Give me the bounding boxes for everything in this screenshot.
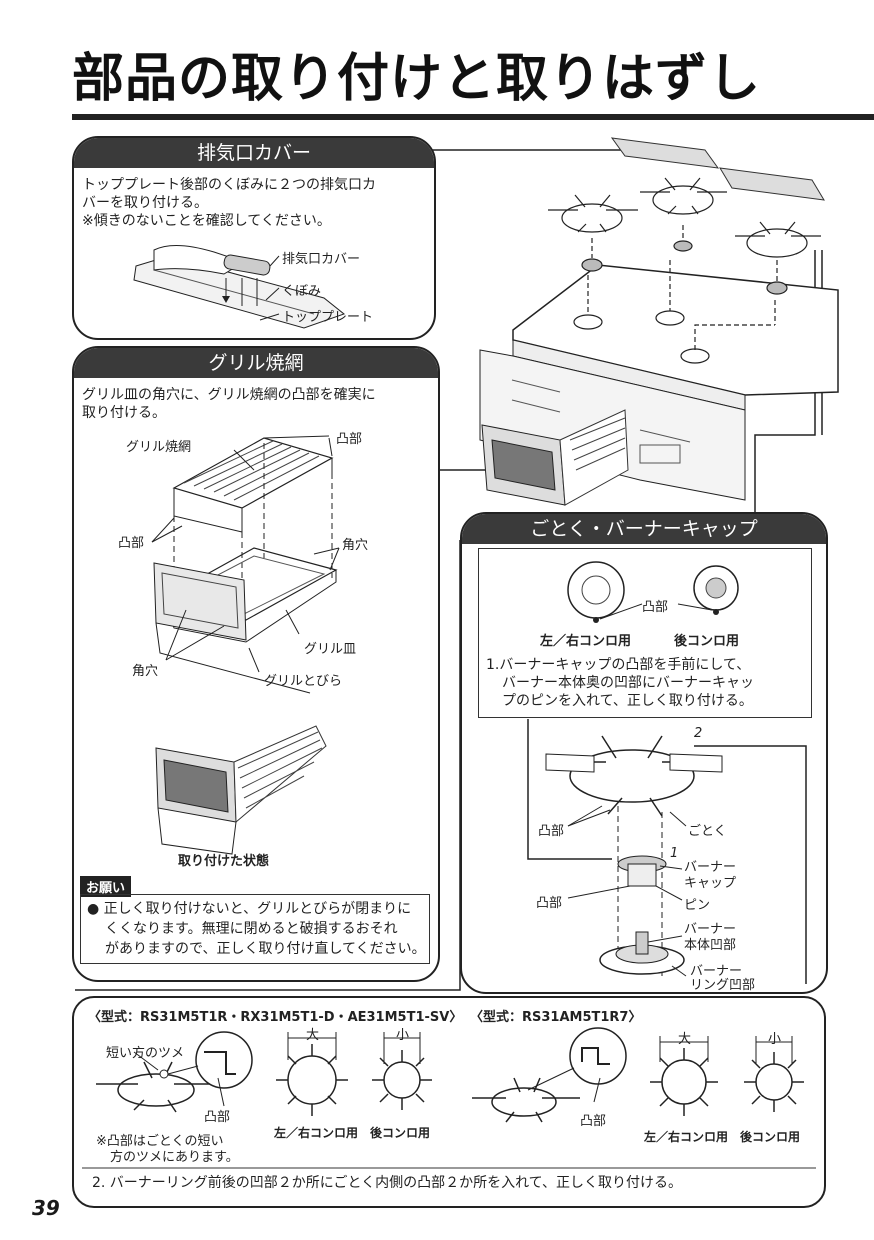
notice-line-3: がありますので、正しく取り付け直してください。 bbox=[105, 941, 426, 957]
label-large-b: 大 bbox=[678, 1032, 692, 1047]
step1-line-3: プのピンを入れて、正しく取り付ける。 bbox=[502, 693, 753, 709]
notice-box: ● 正しく取り付けないと、グリルとびらが閉まりに くくなります。無理に閉めると破… bbox=[80, 894, 430, 964]
exhaust-panel: 排気口カバー トッププレート後部のくぼみに２つの排気口カ バーを取り付ける。 ※… bbox=[72, 136, 436, 340]
note-a-line-2: 方のツメにあります。 bbox=[110, 1150, 239, 1165]
burner-heading: ごとく・バーナーキャップ bbox=[462, 514, 826, 544]
page-number: 39 bbox=[32, 1196, 60, 1220]
label-convex-left: 凸部 bbox=[118, 536, 145, 551]
model-a-heading: 〈型式：RS31M5T1R・RX31M5T1-D・AE31M5T1-SV〉 bbox=[88, 1010, 463, 1025]
label-grill-dish: グリル皿 bbox=[304, 642, 357, 657]
label-convex-top: 凸部 bbox=[336, 432, 363, 447]
burner-panel: ごとく・バーナーキャップ bbox=[460, 512, 828, 994]
notice-line-2: くくなります。無理に閉めると破損するおそれ bbox=[105, 921, 398, 937]
notice-heading: お願い bbox=[80, 876, 132, 897]
grill-heading: グリル焼網 bbox=[74, 348, 438, 378]
grill-text-2: 取り付ける。 bbox=[82, 405, 166, 421]
label-small-a: 小 bbox=[396, 1028, 410, 1043]
grill-illustration bbox=[151, 435, 340, 855]
label-grill-door: グリルとびら bbox=[264, 674, 343, 689]
label-convex-b: 凸部 bbox=[580, 1114, 607, 1129]
label-short-claw: 短い方のツメ bbox=[106, 1046, 185, 1061]
step1-line-1: 1.バーナーキャップの凸部を手前にして、 bbox=[486, 657, 751, 673]
label-trivet: ごとく bbox=[688, 824, 727, 839]
label-top-plate: トッププレート bbox=[282, 310, 374, 325]
label-small-b: 小 bbox=[768, 1032, 782, 1047]
label-trivet-convex: 凸部 bbox=[538, 824, 565, 839]
label-hole-left: 角穴 bbox=[132, 664, 159, 679]
page-title: 部品の取り付けと取りはずし bbox=[72, 49, 762, 109]
label-lr-a: 左／右コンロ用 bbox=[274, 1126, 359, 1140]
models-panel: 〈型式：RS31M5T1R・RX31M5T1-D・AE31M5T1-SV〉 〈型… bbox=[72, 996, 826, 1208]
label-body-1: バーナー bbox=[684, 922, 737, 937]
label-pin: ピン bbox=[684, 898, 711, 913]
exhaust-text-1: トッププレート後部のくぼみに２つの排気口カ bbox=[82, 177, 376, 193]
label-burner-cap-1: バーナー bbox=[684, 860, 737, 875]
step1-line-2: バーナー本体奥の凹部にバーナーキャッ bbox=[502, 675, 754, 691]
step2-text: 2. バーナーリング前後の凹部２か所にごとく内側の凸部２か所を入れて、正しく取り… bbox=[92, 1175, 682, 1191]
label-ring-2: リング凹部 bbox=[690, 978, 756, 993]
grill-text-1: グリル皿の角穴に、グリル焼網の凸部を確実に bbox=[82, 387, 376, 403]
label-cap-convex-2: 凸部 bbox=[536, 896, 563, 911]
label-rear-a: 後コンロ用 bbox=[370, 1126, 431, 1140]
notice-line-1: ● 正しく取り付けないと、グリルとびらが閉まりに bbox=[87, 901, 412, 917]
label-body-2: 本体凹部 bbox=[684, 938, 737, 953]
label-lr-b: 左／右コンロ用 bbox=[644, 1130, 729, 1144]
label-cap-rear: 後コンロ用 bbox=[674, 634, 740, 649]
burner-cap-box bbox=[478, 548, 812, 718]
step-number-1: 1 bbox=[670, 846, 679, 861]
label-convex-a: 凸部 bbox=[204, 1110, 231, 1125]
title-rule bbox=[72, 114, 874, 120]
model-b-heading: 〈型式：RS31AM5T1R7〉 bbox=[470, 1010, 642, 1025]
label-burner-cap-2: キャップ bbox=[684, 876, 737, 891]
step-number-2: 2 bbox=[694, 726, 703, 741]
models-illustration bbox=[82, 1027, 816, 1169]
label-cap-convex: 凸部 bbox=[642, 600, 669, 615]
label-ring-1: バーナー bbox=[690, 964, 743, 979]
installed-caption: 取り付けた状態 bbox=[178, 854, 270, 869]
burner-illustration bbox=[527, 561, 807, 984]
label-hole-right: 角穴 bbox=[342, 538, 369, 553]
note-a-line-1: ※凸部はごとくの短い bbox=[96, 1134, 224, 1149]
label-large-a: 大 bbox=[306, 1028, 320, 1043]
label-hollow: くぼみ bbox=[282, 284, 322, 299]
label-rear-b: 後コンロ用 bbox=[740, 1130, 801, 1144]
label-grill-net: グリル焼網 bbox=[126, 440, 192, 455]
exhaust-text-2: バーを取り付ける。 bbox=[82, 195, 208, 211]
exhaust-text-3: ※傾きのないことを確認してください。 bbox=[82, 213, 331, 229]
label-cap-left-right: 左／右コンロ用 bbox=[540, 634, 632, 649]
label-exhaust-cover: 排気口カバー bbox=[282, 252, 361, 267]
grill-panel: グリル焼網 グリル皿の角穴に、グリル焼網の凸部を確実に 取り付ける。 bbox=[72, 346, 440, 982]
exhaust-heading: 排気口カバー bbox=[74, 138, 434, 168]
exhaust-illustration bbox=[133, 245, 346, 329]
